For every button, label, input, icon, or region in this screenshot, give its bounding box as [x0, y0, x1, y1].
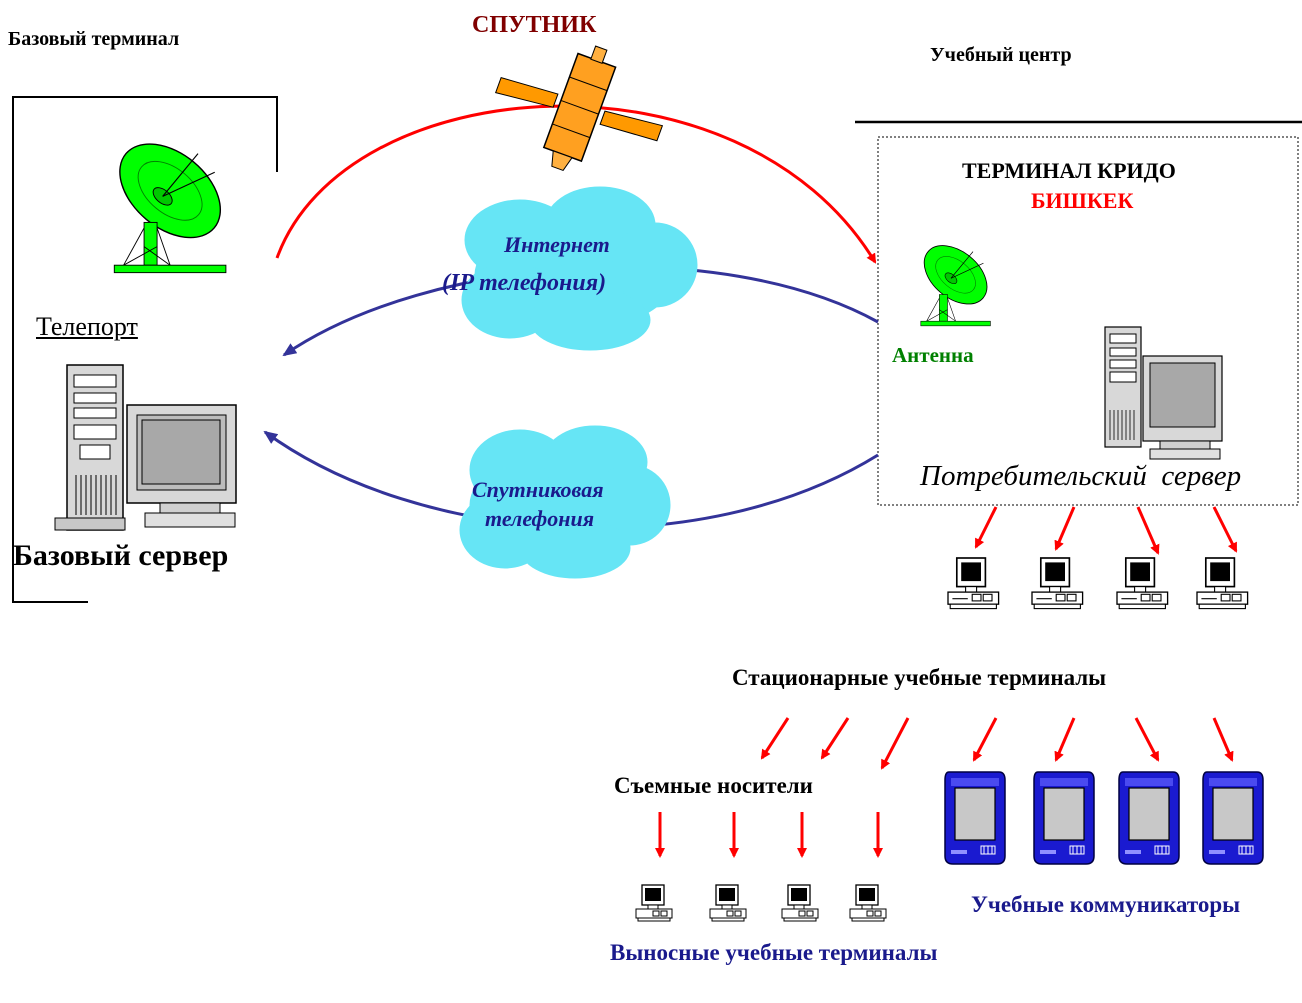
satellite-icon [494, 45, 664, 172]
antenna-dish-icon [912, 233, 999, 327]
stationary-terminal-1 [947, 557, 1000, 610]
ip-telephony-label: (IP телефония) [442, 270, 607, 296]
satellite-label: СПУТНИК [472, 12, 597, 38]
base-server-icon [54, 364, 237, 531]
base-terminal-frame [12, 96, 278, 603]
communicator-1 [944, 771, 1006, 865]
teleport-label: Телепорт [36, 312, 138, 341]
arrow-to-communicator-2 [1054, 717, 1076, 762]
arrow-to-media-1 [760, 717, 790, 760]
arrow-to-media-2 [820, 717, 850, 760]
remote-terminal-2 [709, 884, 747, 922]
terminal-crido-label: ТЕРМИНАЛ КРИДО [962, 158, 1176, 183]
base-server-label: Базовый сервер [13, 539, 229, 572]
internet-cloud [461, 186, 698, 351]
communicator-3 [1118, 771, 1180, 865]
sat-telephony-cloud [459, 425, 671, 579]
removable-media-label: Съемные носители [614, 773, 813, 798]
arrow-to-stationary-2 [1054, 506, 1076, 551]
arrow-to-stationary-1 [974, 506, 998, 549]
remote-terminal-4 [849, 884, 887, 922]
remote-terminal-1 [635, 884, 673, 922]
stationary-terminal-3 [1116, 557, 1169, 610]
sat-telephony-label-1: Спутниковая [472, 477, 604, 502]
sat-telephony-label-2: телефония [485, 506, 595, 531]
arrow-to-communicator-1 [972, 717, 998, 762]
terminal-crido-frame [877, 136, 1299, 506]
antenna-label: Антенна [892, 343, 974, 367]
arrow-to-communicator-4 [1212, 717, 1234, 762]
arrow-to-stationary-4 [1212, 506, 1238, 553]
base-terminal-label: Базовый терминал [8, 28, 180, 50]
bishkek-label: БИШКЕК [1031, 188, 1134, 213]
consumer-server-icon [1104, 326, 1223, 460]
training-communicators-label: Учебные коммуникаторы [971, 892, 1241, 917]
stationary-terminal-2 [1031, 557, 1084, 610]
stationary-terminals-label: Стационарные учебные терминалы [732, 665, 1107, 690]
stationary-terminal-4 [1196, 557, 1249, 610]
communicator-2 [1033, 771, 1095, 865]
arrow-to-communicator-3 [1134, 717, 1160, 762]
arrow-to-media-3 [880, 717, 910, 770]
training-center-label: Учебный центр [930, 44, 1072, 66]
teleport-dish-icon [101, 124, 239, 274]
communicator-4 [1202, 771, 1264, 865]
remote-terminal-3 [781, 884, 819, 922]
arrow-to-stationary-3 [1136, 506, 1160, 555]
internet-label: Интернет [504, 232, 610, 257]
consumer-server-label: Потребительский сервер [920, 460, 1242, 492]
remote-terminals-label: Выносные учебные терминалы [610, 940, 938, 965]
